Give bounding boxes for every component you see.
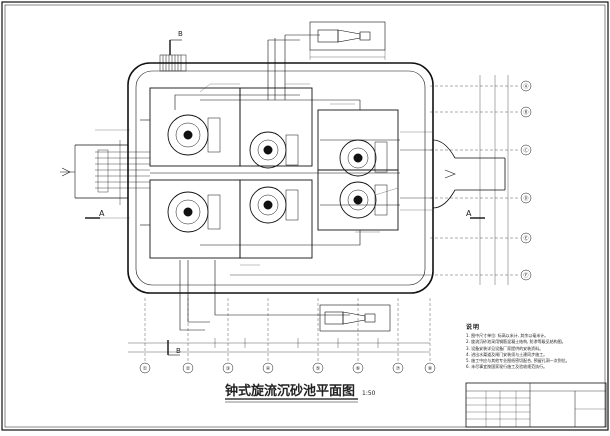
grit-chamber-1: [167, 114, 221, 156]
axis-markers: [139, 362, 436, 374]
sheet-inner-border: [4, 4, 606, 428]
axis-label: ⑥: [356, 366, 361, 372]
section-mark-a-right: A: [466, 209, 472, 218]
row-label: Ⓐ: [523, 83, 528, 90]
drawing-title: 钟式旋流沉砂池平面图: [225, 383, 355, 399]
right-dimension-grid: [430, 75, 520, 285]
leader-lines: [95, 83, 432, 266]
inlet-channel: [60, 144, 128, 199]
section-cut-lines: [85, 39, 485, 356]
note-item: 1. 图中尺寸单位: 标高以米计, 其余以毫米计。: [466, 333, 549, 339]
axis-label: ④: [266, 366, 271, 372]
axis-label: ②: [186, 366, 191, 372]
note-item: 3. 设备安装详见设备厂家提供的安装资料。: [466, 345, 544, 351]
grit-chamber-2: [167, 191, 221, 233]
axis-label: ⑤: [316, 366, 320, 372]
grit-chamber-5: [339, 139, 388, 177]
grit-chambers: [167, 114, 388, 233]
design-notes: 说明 1. 图中尺寸单位: 标高以米计, 其余以毫米计。 2. 旋流沉砂池采用钢…: [466, 324, 606, 370]
axis-label: ⑧: [428, 366, 433, 372]
row-markers: [520, 80, 532, 281]
axis-label-group: ① ② ③ ④ ⑤ ⑥ ⑦ ⑧: [143, 366, 433, 372]
row-label-group: Ⓐ Ⓑ Ⓒ Ⓓ Ⓔ Ⓕ: [523, 83, 528, 279]
internal-walls: [149, 87, 400, 259]
pipe-runs: [140, 34, 430, 331]
sand-separator-top: [309, 21, 386, 60]
row-label: Ⓒ: [523, 147, 528, 154]
outlet-channel: [400, 139, 506, 209]
sand-separator-bottom: [319, 304, 391, 332]
bottom-dimension-chain: [128, 298, 431, 362]
row-label: Ⓑ: [523, 109, 528, 116]
drawing-scale: 1:50: [362, 390, 376, 397]
inlet-distribution-channels: [95, 140, 150, 205]
grit-chamber-3: [249, 131, 299, 169]
tank-outer-wall: [127, 62, 434, 294]
section-mark-a-left: A: [99, 209, 105, 218]
note-item: 5. 施工中应与其他专业图纸密切配合, 预留孔洞一次到位。: [466, 358, 570, 364]
notes-heading: 说明: [466, 324, 481, 331]
stair-platform: [159, 54, 187, 72]
section-mark-b-top: B: [178, 30, 183, 38]
note-item: 6. 未尽事宜按国家现行施工及验收规范执行。: [466, 364, 548, 370]
axis-label: ③: [226, 366, 230, 372]
title-block: [465, 382, 607, 428]
section-mark-b-bottom: B: [176, 347, 181, 355]
grit-chamber-6: [339, 181, 388, 219]
row-label: Ⓓ: [523, 195, 528, 202]
row-label: Ⓕ: [523, 272, 528, 279]
row-label: Ⓔ: [523, 235, 528, 242]
tank-inner-wall: [135, 70, 426, 286]
axis-label: ⑦: [396, 366, 401, 372]
axis-label: ①: [143, 366, 148, 372]
grit-chamber-4: [249, 186, 299, 224]
note-item: 2. 旋流沉砂池采用钢筋混凝土结构, 防渗等级见结构图。: [466, 339, 566, 345]
note-item: 4. 进出水渠道及闸门安装须与土建同步施工。: [466, 351, 548, 357]
